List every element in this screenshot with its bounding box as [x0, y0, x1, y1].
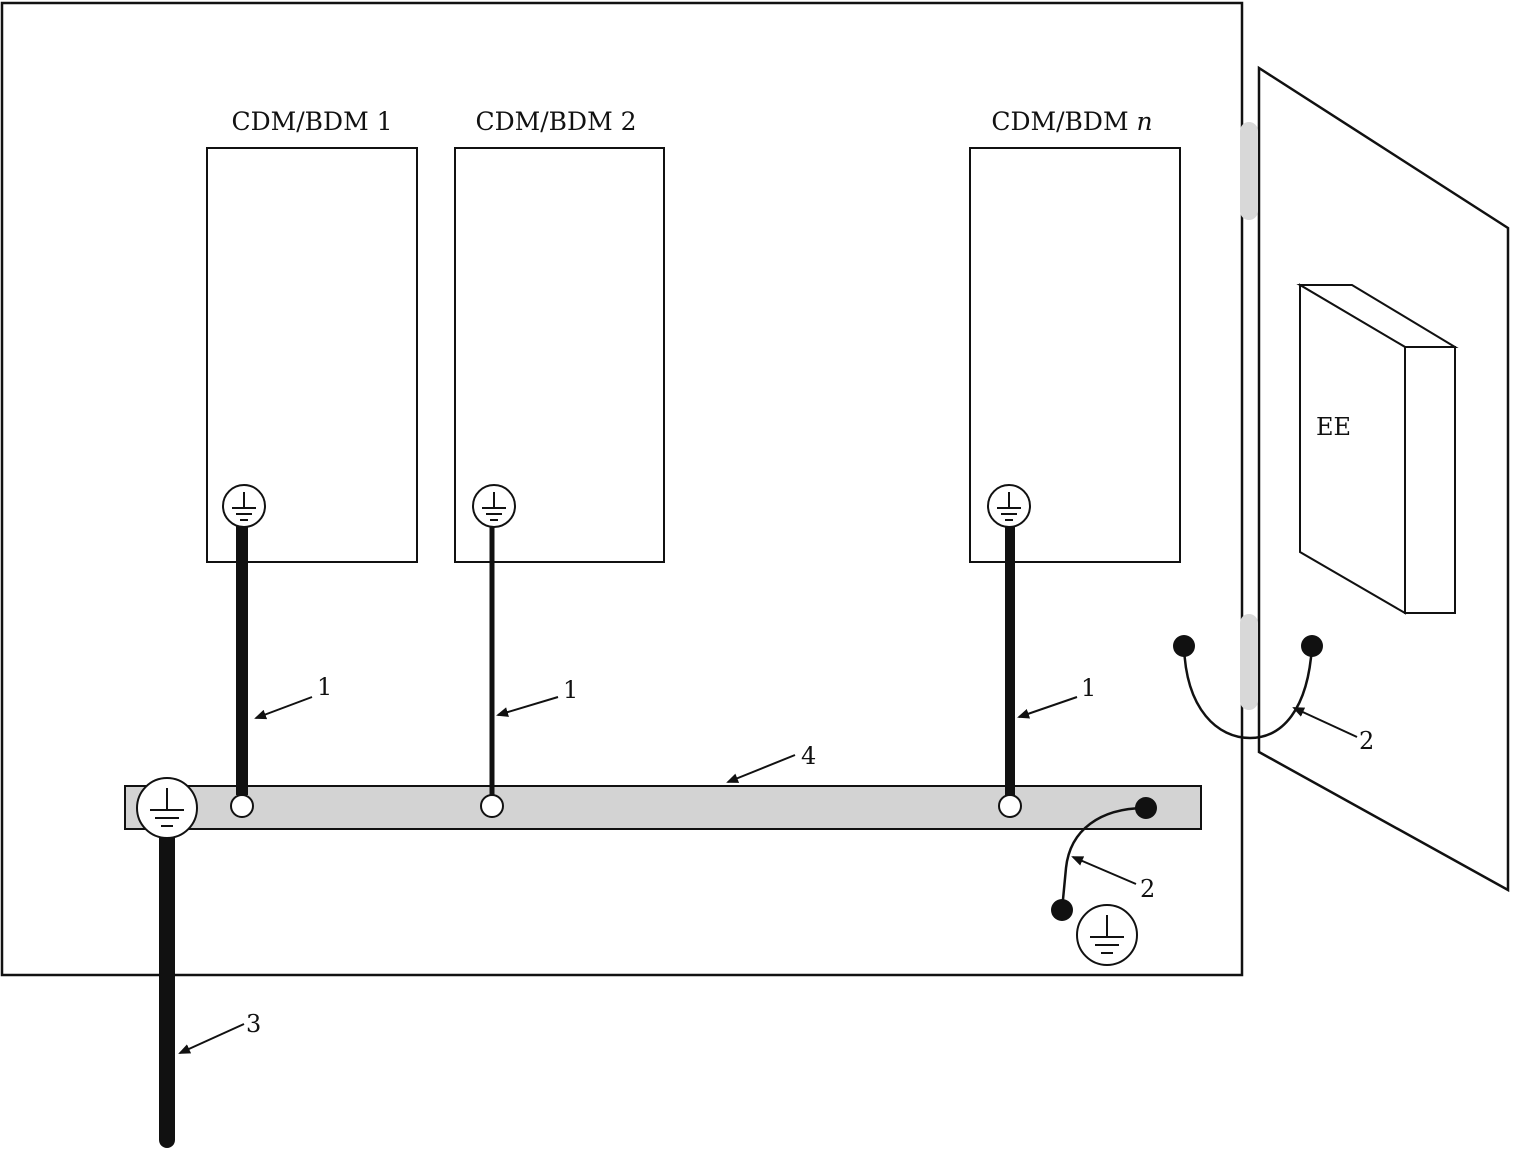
callout-1a: 1 [317, 673, 332, 701]
callout-leader-1c [1017, 696, 1078, 719]
busbar-terminal-1 [230, 794, 254, 818]
bond-jumper-bar [1060, 806, 1147, 911]
callout-1c: 1 [1081, 674, 1096, 702]
busbar-terminal-n [998, 794, 1022, 818]
busbar-terminal-2 [480, 794, 504, 818]
callout-leader-1a [254, 696, 313, 720]
door-hinge-top [1240, 122, 1258, 220]
protective-earth-icon [136, 777, 198, 839]
callout-leader-4 [726, 754, 796, 783]
callout-1b: 1 [563, 676, 578, 704]
module-1-label: CDM/BDM 1 [231, 107, 392, 136]
callout-leader-2-door [1292, 707, 1358, 738]
protective-earth-icon [472, 484, 516, 528]
ee-equipment-box: EE [1296, 283, 1459, 615]
callout-2-door: 2 [1359, 727, 1374, 755]
module-n-label: CDM/BDM n [991, 107, 1152, 136]
callout-3: 3 [246, 1010, 261, 1038]
callout-2-bar: 2 [1140, 875, 1155, 903]
cabinet-enclosure [0, 1, 1244, 977]
callout-leader-1b [496, 696, 559, 717]
protective-earth-icon [222, 484, 266, 528]
earth-busbar [124, 785, 1202, 830]
callout-leader-2-bar [1071, 856, 1137, 885]
terminal-dot-icon [1051, 899, 1073, 921]
protective-earth-icon [1076, 904, 1138, 966]
ee-label: EE [1316, 413, 1351, 441]
bond-jumper-door [1182, 645, 1314, 740]
protective-earth-icon [987, 484, 1031, 528]
module-2-label: CDM/BDM 2 [475, 107, 636, 136]
terminal-dot-icon [1301, 635, 1323, 657]
callout-leader-3 [178, 1023, 245, 1054]
callout-4: 4 [801, 742, 816, 770]
door-hinge-bottom [1240, 614, 1258, 710]
terminal-dot-icon [1173, 635, 1195, 657]
terminal-dot-icon [1135, 797, 1157, 819]
